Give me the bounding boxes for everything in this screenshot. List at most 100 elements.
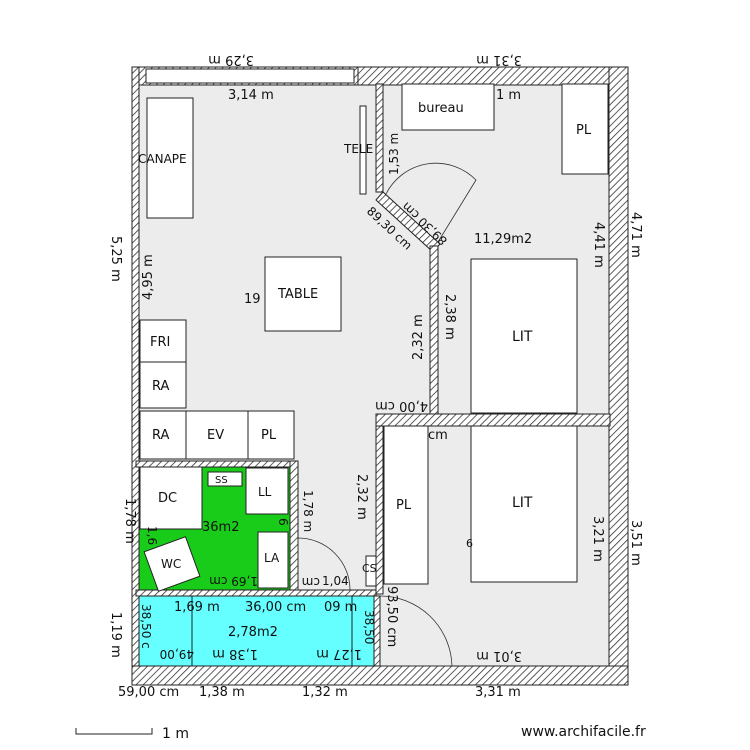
pl-kitchen-label: PL xyxy=(261,428,277,443)
dim-bath-bottom-b: 1,38 m xyxy=(212,646,258,661)
dim-right-inner: 4,41 m xyxy=(591,222,606,268)
scale-bar xyxy=(75,728,153,735)
pl-kitchen xyxy=(247,410,295,460)
dim-wc-partition-b: 6 xyxy=(276,518,290,526)
scale-label: 1 m xyxy=(162,726,189,742)
dim-bath-left-inner: 38,50 c xyxy=(139,604,153,649)
dim-left-inner: 4,95 m xyxy=(141,254,156,300)
dim-mid-horizontal: 4,00 cm xyxy=(375,398,428,413)
door-bedroom-upper xyxy=(385,162,477,243)
ra-lower xyxy=(139,410,187,460)
pl-top-right-label: PL xyxy=(576,123,592,138)
ra-upper xyxy=(139,361,187,409)
window-top-left xyxy=(145,68,355,84)
wall-right xyxy=(608,66,629,686)
dim-wc-left: 1,78 m xyxy=(122,498,137,544)
bath-area-label: 2,78m2 xyxy=(228,625,278,640)
dim-wc-bottom-d: CS xyxy=(362,562,377,575)
wall-wc-right xyxy=(289,460,299,591)
lit-upper-label: LIT xyxy=(512,329,533,345)
wardrobe-lower-bedroom xyxy=(383,425,429,585)
dim-lower-mid: 2,32 m xyxy=(354,474,369,520)
wardrobe-top-right xyxy=(561,83,609,175)
dim-bath-top-b: 36,00 cm xyxy=(245,600,306,615)
dim-right-outer: 4,71 m xyxy=(628,212,643,258)
dim-bottom-a: 59,00 cm xyxy=(118,685,179,700)
cs-unit xyxy=(365,555,377,587)
dim-wc-bottom: 1,69 cm xyxy=(209,574,258,588)
wall-top-right xyxy=(357,66,629,86)
dc-label: DC xyxy=(158,491,177,506)
canape-label: CANAPE xyxy=(138,152,187,166)
table xyxy=(264,256,342,332)
ss-label: SS xyxy=(215,475,228,486)
dim-top-left-inner: 3,14 m xyxy=(228,88,274,103)
dim-bath-top-c: 09 m xyxy=(324,600,357,615)
shower xyxy=(139,466,203,530)
dim-lower-small: 6 xyxy=(466,537,473,550)
dim-bath-bottom-c: 1,27 m xyxy=(316,646,362,661)
washing-machine xyxy=(245,467,289,515)
dim-bottom-b: 1,38 m xyxy=(199,685,245,700)
dim-bath-right-b: 93,50 cm xyxy=(384,586,399,647)
dryer xyxy=(257,531,289,589)
toilet xyxy=(143,536,201,592)
ev xyxy=(185,410,249,460)
wc-area-label: 36m2 xyxy=(202,520,239,535)
la-label: LA xyxy=(264,551,280,565)
tele-label: TELE xyxy=(343,142,373,156)
wall-wc-top xyxy=(135,460,299,468)
dim-mid-wall-a: 2,32 m xyxy=(411,314,426,360)
ra-upper-label: RA xyxy=(152,379,170,394)
door-wc xyxy=(297,537,351,591)
dim-wc-partition: 1,78 m xyxy=(301,490,315,532)
bathroom-floor xyxy=(138,596,374,666)
ra-lower-label: RA xyxy=(152,428,170,443)
wall-bottom xyxy=(131,665,629,686)
dim-mid-wall-b: 2,38 m xyxy=(442,294,457,340)
tele xyxy=(359,105,367,195)
dim-tele-wall: 1,53 m xyxy=(387,133,401,175)
ll-label: LL xyxy=(258,485,272,499)
bedroom-area-label: 11,29m2 xyxy=(474,232,532,247)
fri-label: FRI xyxy=(150,335,170,350)
lit-lower-label: LIT xyxy=(512,495,533,511)
living-area-label: 19 xyxy=(244,292,261,307)
dim-wc-bottom-c: cm xyxy=(302,575,320,589)
dim-lower-right-bottom: 3,01 m xyxy=(476,648,522,663)
wall-bath-right xyxy=(373,595,381,667)
wall-corridor-upper xyxy=(429,245,439,417)
dim-bottom-c: 1,32 m xyxy=(302,685,348,700)
dim-lower-right-inner: 3,21 m xyxy=(590,516,605,562)
pl-lower-label: PL xyxy=(396,498,412,513)
dim-mid-horizontal-b: cm xyxy=(428,428,448,443)
bed-upper xyxy=(470,258,578,414)
dim-wc-left-inner: 1,6 xyxy=(145,526,159,545)
canape xyxy=(146,97,194,219)
bed-lower xyxy=(470,425,578,583)
dim-bath-left-outer: 1,19 m xyxy=(108,612,123,658)
dim-top-right-outer: 3,31 m xyxy=(476,52,522,67)
wall-tele xyxy=(375,83,384,193)
door-bedroom-lower xyxy=(379,595,453,667)
dim-bottom-d: 3,31 m xyxy=(475,685,521,700)
dim-top-left-outer: 3,29 m xyxy=(208,52,254,67)
ev-label: EV xyxy=(207,428,224,443)
dim-bath-right-a: 38,50 xyxy=(362,610,376,644)
washbasin xyxy=(207,471,243,487)
wall-diagonal xyxy=(375,191,441,253)
wc-label: WC xyxy=(161,557,181,571)
watermark: www.archifacile.fr xyxy=(521,724,646,740)
dim-bath-bottom-a: 49,00 xyxy=(160,647,194,661)
table-label: TABLE xyxy=(277,287,318,302)
dim-bath-top-a: 1,69 m xyxy=(174,600,220,615)
dim-wc-bottom-b: 1,04 xyxy=(322,574,349,588)
wall-horizontal-mid xyxy=(375,413,611,427)
bureau-label: bureau xyxy=(418,101,464,116)
dim-top-right-inner: 1 m xyxy=(496,88,521,103)
dim-left-outer: 5,25 m xyxy=(108,236,123,282)
bureau xyxy=(401,83,495,131)
wall-wc-bottom xyxy=(135,589,377,597)
wall-corridor-lower xyxy=(375,425,384,595)
